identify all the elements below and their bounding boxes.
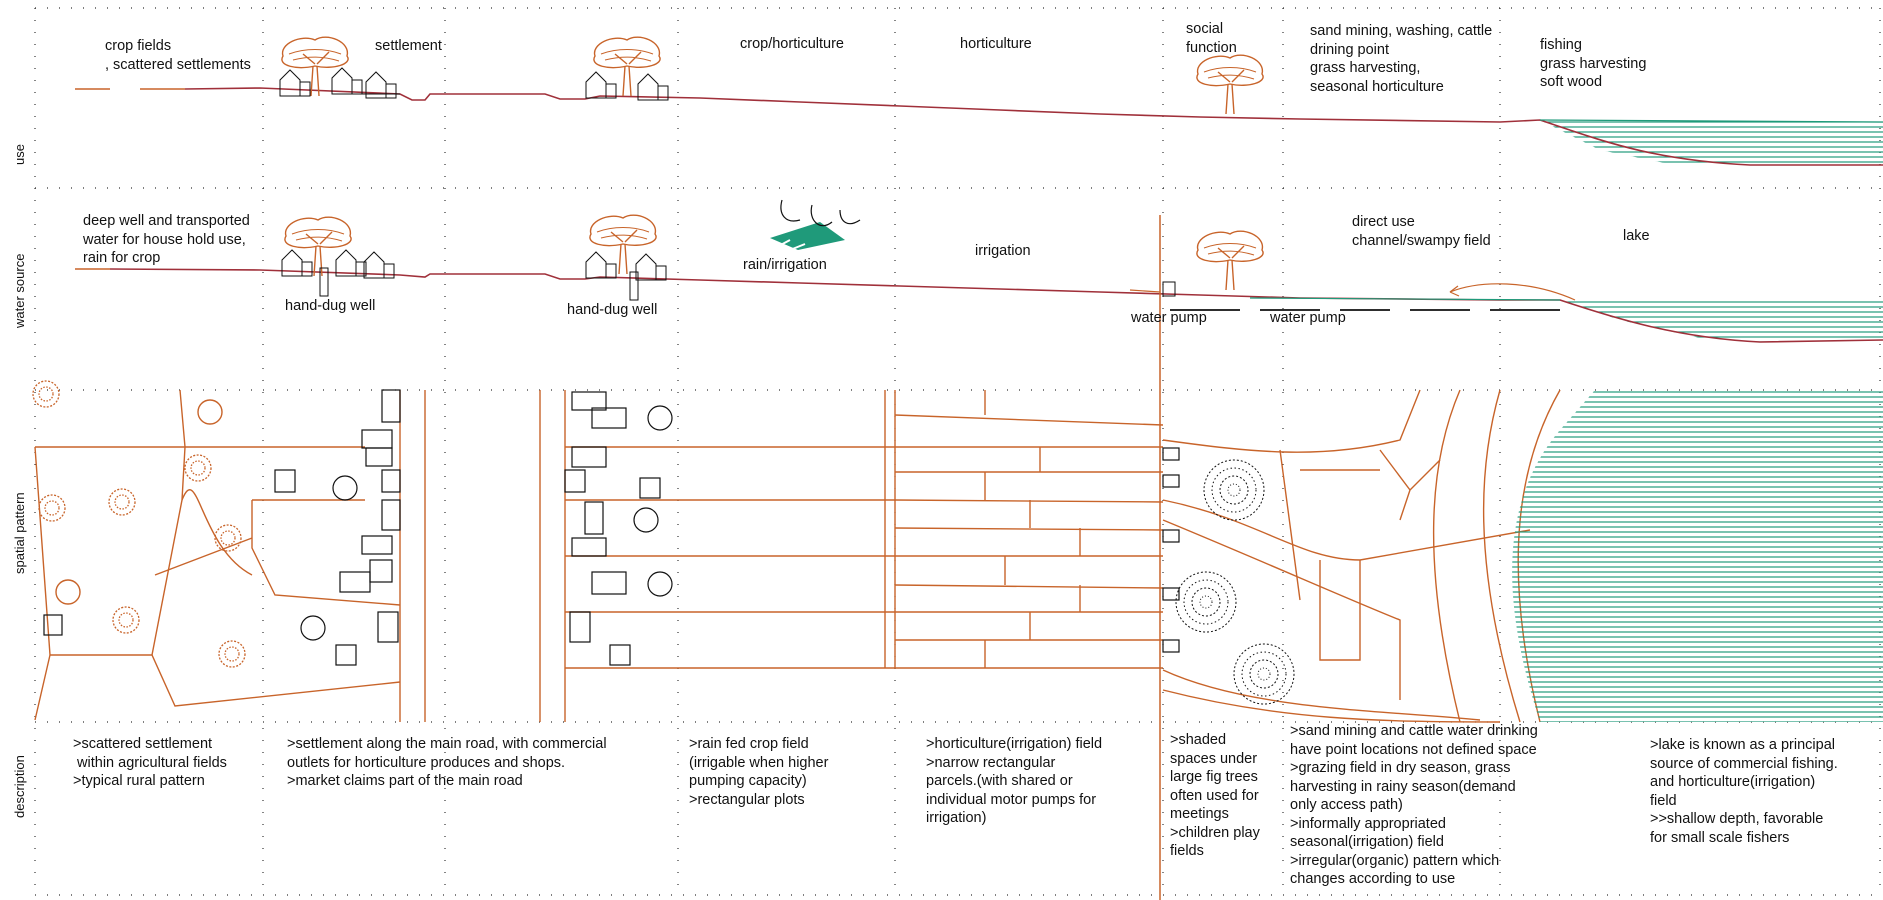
description-5: >shaded spaces under large fig trees oft… [1170, 732, 1260, 859]
use-label-sand-mining: sand mining, washing, cattle drining poi… [1310, 23, 1493, 95]
water-label-hand-dug-well-2: hand-dug well [567, 302, 658, 318]
dotted-grid [34, 7, 1883, 896]
description-4: >horticulture(irrigation) field >narrow … [926, 736, 1103, 826]
water-label-hand-dug-well-1: hand-dug well [285, 298, 376, 314]
water-label-direct-use: direct use channel/swampy field [1352, 214, 1491, 249]
water-label-lake: lake [1623, 228, 1650, 244]
water-profile [75, 199, 1883, 900]
row-label-use: use [12, 144, 27, 165]
water-label-deep-well: deep well and transported water for hous… [83, 213, 250, 266]
description-1: >scattered settlement within agricultura… [73, 736, 227, 789]
use-label-settlement: settlement [375, 38, 442, 54]
use-label-fishing: fishing grass harvesting soft wood [1540, 37, 1647, 90]
use-label-horticulture: horticulture [960, 36, 1032, 52]
fig-trees [1175, 459, 1295, 705]
description-2: >settlement along the main road, with co… [287, 736, 607, 789]
use-profile [75, 36, 1883, 166]
spatial-plan [34, 389, 1561, 723]
description-6: >sand mining and cattle water drinking h… [1290, 723, 1538, 887]
use-label-crop-horticulture: crop/horticulture [740, 36, 844, 52]
use-label-crop-fields: crop fields , scattered settlements [105, 38, 251, 73]
water-label-rain-irrigation: rain/irrigation [743, 257, 827, 273]
row-label-water-source: water source [12, 253, 27, 328]
water-label-irrigation: irrigation [975, 243, 1031, 259]
use-label-social-function: social function [1186, 21, 1237, 56]
description-3: >rain fed crop field (irrigable when hig… [689, 736, 829, 808]
row-label-spatial-pattern: spatial pattern [12, 492, 27, 574]
lake-hatched [1512, 390, 1883, 722]
water-label-water-pump-1: water pump [1131, 310, 1207, 326]
spatial-circles [55, 399, 223, 605]
spatial-squares [43, 389, 1180, 666]
description-7: >lake is known as a principal source of … [1650, 737, 1838, 846]
water-label-water-pump-2: water pump [1270, 310, 1346, 326]
spatial-black-circles [300, 405, 673, 641]
row-label-description: description [12, 755, 27, 818]
